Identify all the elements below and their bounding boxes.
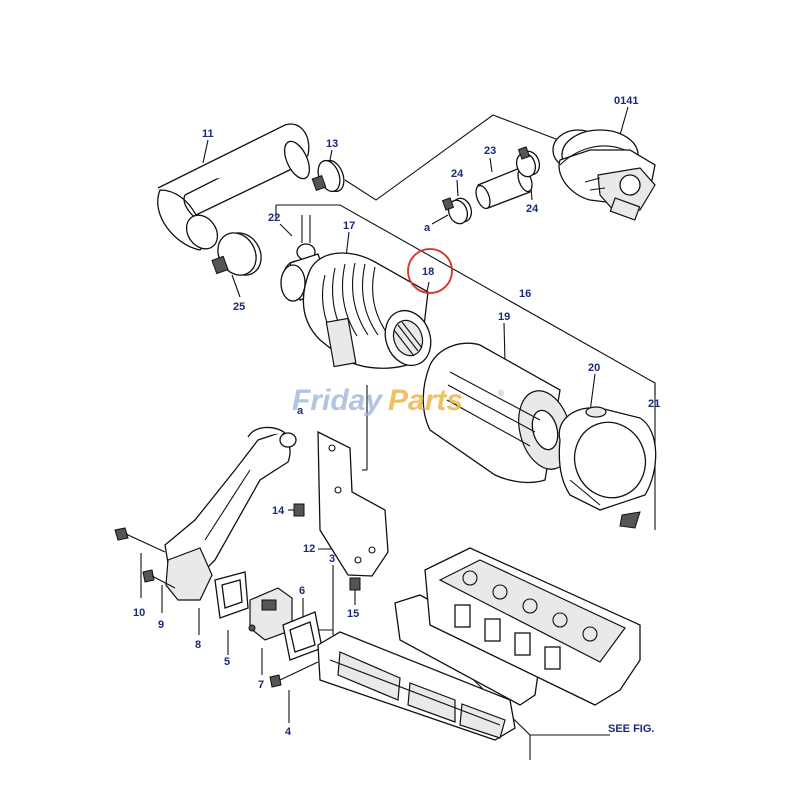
watermark-friday: Friday [292, 384, 383, 417]
label-10: 10 [133, 607, 145, 619]
watermark: Friday Parts ® [292, 384, 504, 417]
watermark-parts: Parts [388, 384, 463, 417]
label-9: 9 [158, 619, 164, 631]
gasket-5 [214, 571, 249, 619]
label-18: 18 [422, 266, 434, 278]
gasket-3 [282, 611, 323, 661]
hose-clamp-24-right [515, 146, 541, 178]
label-3: 3 [329, 553, 335, 565]
label-8: 8 [195, 639, 201, 651]
label-17: 17 [343, 220, 355, 232]
intake-duct [164, 426, 297, 601]
label-a-bottom: a [297, 405, 304, 417]
filter-element-19 [422, 342, 572, 484]
label-16: 16 [519, 288, 531, 300]
intake-hose [157, 123, 311, 251]
label-20: 20 [588, 362, 600, 374]
label-12: 12 [303, 543, 315, 555]
label-19: 19 [498, 311, 510, 323]
label-21: 21 [648, 398, 660, 410]
bolt-15 [349, 577, 361, 591]
label-5: 5 [224, 656, 230, 668]
bolt-9 [142, 569, 176, 589]
bolt-10 [114, 527, 166, 553]
label-24-right: 24 [526, 203, 539, 215]
label-25: 25 [233, 301, 245, 313]
label-7: 7 [258, 679, 264, 691]
label-a-top: a [424, 222, 431, 234]
dust-cap [558, 406, 657, 529]
label-13: 13 [326, 138, 338, 150]
label-6: 6 [299, 585, 305, 597]
bolt-4 [269, 661, 319, 688]
cylinder-head [424, 547, 641, 706]
highlight-circle [407, 248, 453, 294]
hose-clamp-13 [311, 159, 345, 193]
intake-manifold [317, 631, 516, 741]
hose-clamp-24-left [441, 197, 473, 225]
label-24-left: 24 [451, 168, 464, 180]
air-cleaner-body [280, 215, 432, 369]
label-4: 4 [285, 726, 292, 738]
label-0141: 0141 [614, 95, 638, 107]
label-see-fig: SEE FIG. [608, 723, 654, 735]
label-14: 14 [272, 505, 285, 517]
watermark-registered-mark: ® [498, 389, 504, 398]
label-23: 23 [484, 145, 496, 157]
turbocharger [552, 129, 656, 221]
bracket-plate-12 [317, 430, 389, 577]
label-15: 15 [347, 608, 359, 620]
label-11: 11 [202, 128, 214, 140]
label-22: 22 [268, 212, 280, 224]
bolt-14 [293, 503, 305, 517]
callout-labels: 0141 11 13 23 24 24 a 22 17 18 16 25 19 … [133, 95, 660, 738]
hose-clamp-25 [211, 232, 262, 276]
